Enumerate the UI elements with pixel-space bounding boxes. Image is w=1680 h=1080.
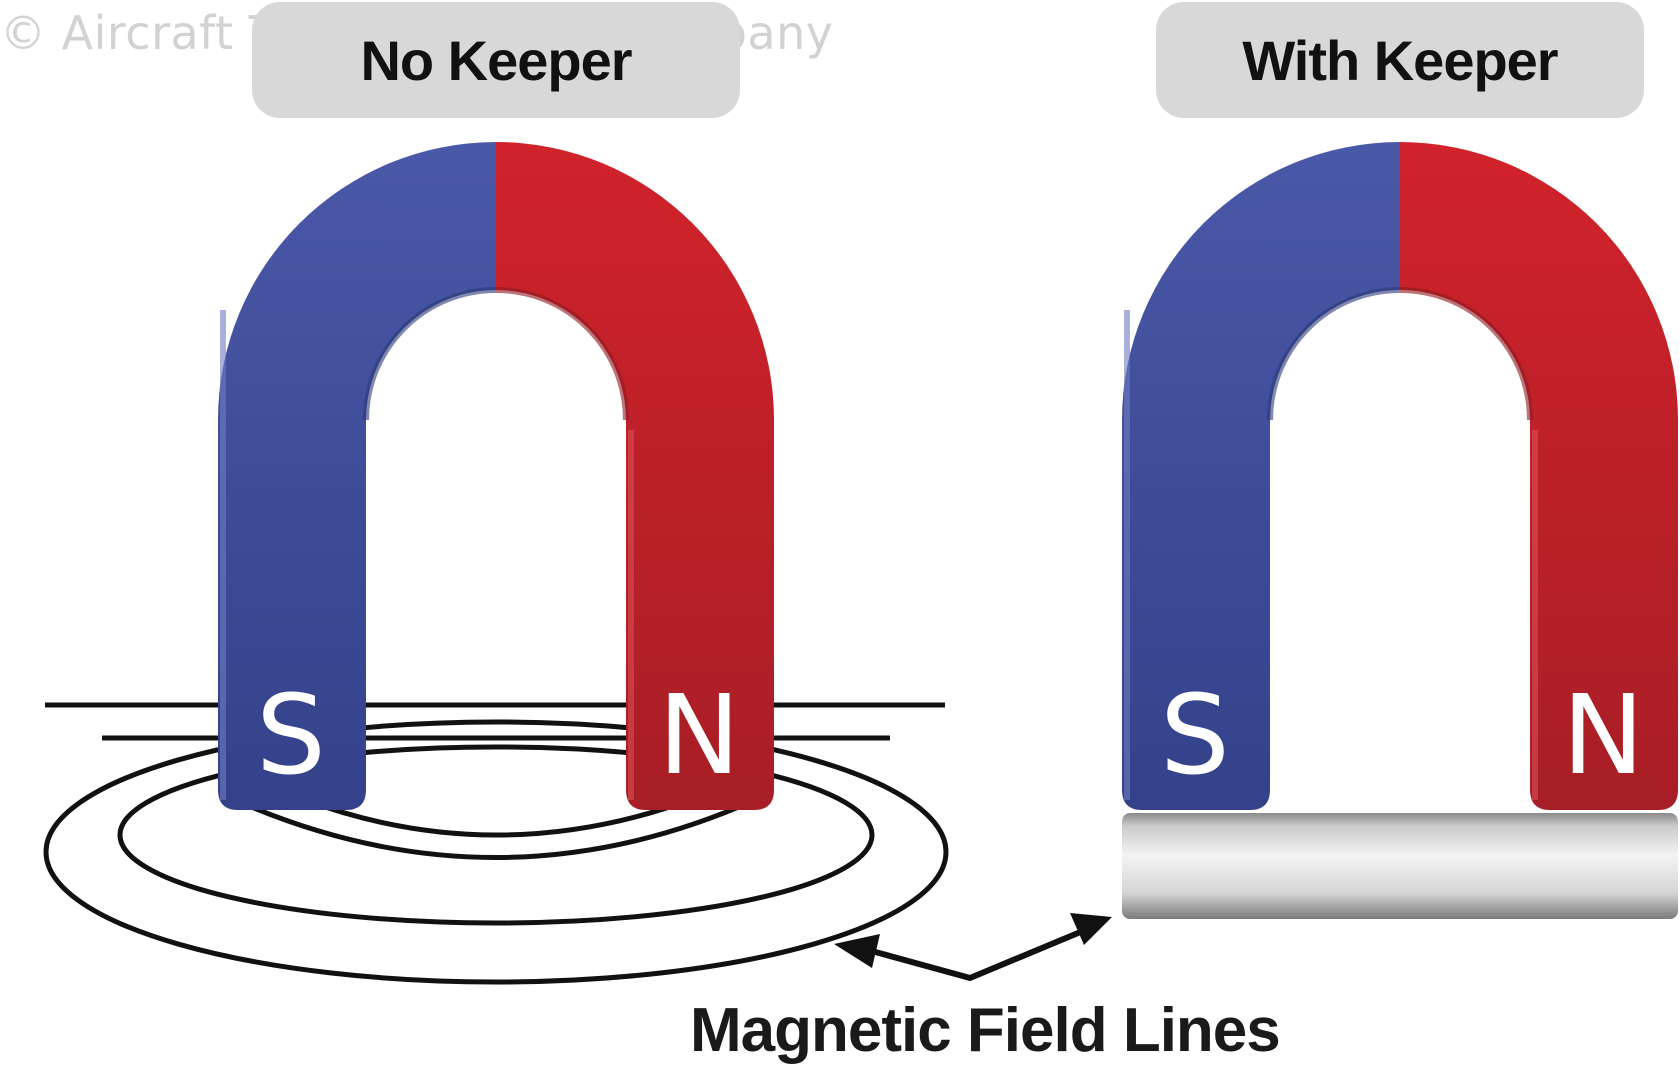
keeper-bar: [1122, 813, 1678, 919]
magnet-no-keeper: [43, 142, 949, 985]
arrowhead-right: [1070, 913, 1112, 945]
arrowhead-left: [834, 934, 880, 968]
magnet-with-keeper: [1122, 142, 1678, 919]
field-loop-middle: [117, 744, 875, 926]
arrow-lines: [867, 925, 1092, 982]
magnet-body-keeper: [1122, 142, 1678, 810]
field-lines: [43, 702, 949, 985]
label-with-keeper: With Keeper: [1156, 2, 1644, 118]
field-loop-outer: [43, 719, 949, 985]
label-no-keeper: No Keeper: [252, 2, 740, 118]
pole-south-with-keeper: S: [1160, 671, 1230, 799]
pole-north-with-keeper: N: [1562, 671, 1645, 799]
pole-south-no-keeper: S: [256, 671, 326, 799]
field-loop-innermost: [304, 797, 691, 838]
pointer-arrows: [834, 913, 1112, 982]
pole-north-no-keeper: N: [658, 671, 741, 799]
magnet-body: [218, 142, 774, 810]
caption-magnetic-field-lines: Magnetic Field Lines: [690, 996, 1281, 1065]
field-loop-inner: [233, 797, 757, 860]
